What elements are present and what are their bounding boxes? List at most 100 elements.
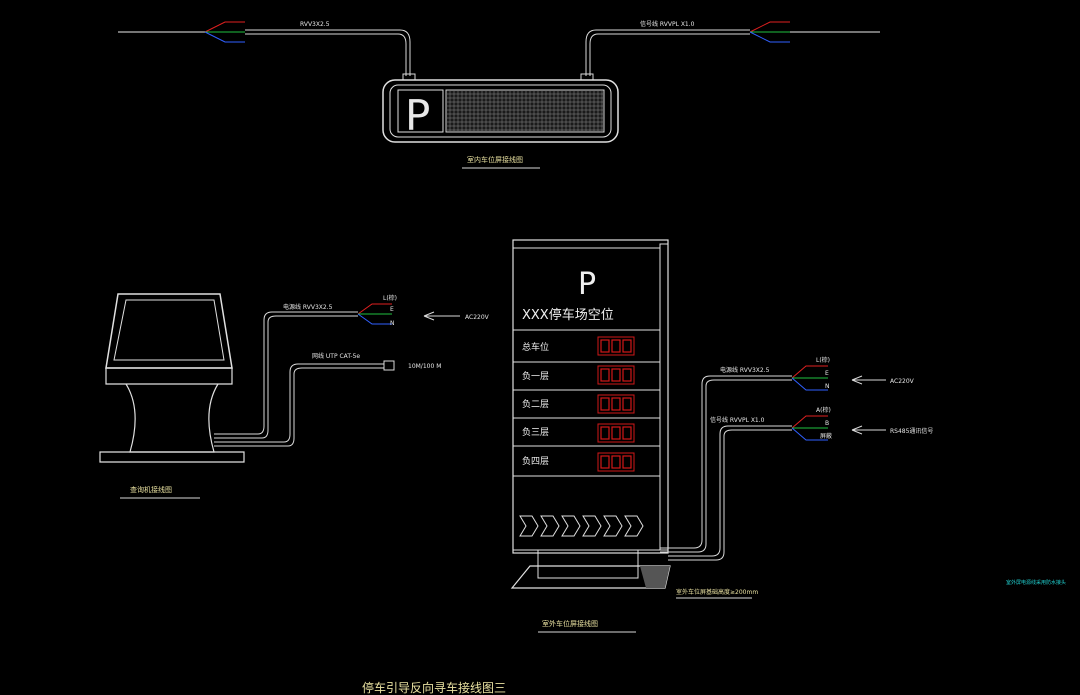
rj45-plug [383, 360, 395, 371]
indoor-caption: 室内车位屏接线图 [467, 155, 523, 164]
sign-stand [537, 549, 639, 579]
outdoor-signal-blue [791, 427, 828, 441]
led-matrix-grid [447, 91, 603, 131]
kiosk-net-value: 10M/100 M [408, 363, 441, 370]
led-digit [600, 397, 610, 411]
led-digits-b1 [597, 365, 635, 385]
left-blue-wire [204, 31, 245, 43]
left-connector [402, 73, 416, 81]
outdoor-signal-red [791, 415, 828, 429]
chevron-right-icon [561, 515, 581, 537]
led-digit [600, 426, 610, 440]
left-red-wire [204, 21, 245, 33]
kiosk-wire-n: N [390, 320, 395, 327]
sign-p-glyph: P [578, 267, 596, 302]
kiosk-net-label: 网线 UTP CAT-5e [312, 352, 360, 360]
row-label-b4: 负四层 [522, 455, 549, 467]
led-digit [611, 426, 621, 440]
kiosk-wire-l: L(棕) [383, 294, 397, 302]
led-digit [622, 455, 632, 469]
outdoor-power-cable [660, 375, 792, 549]
outdoor-power-wire-n: N [825, 383, 830, 390]
kiosk-pedestal [125, 383, 219, 453]
kiosk-power-cable-2 [214, 315, 358, 439]
outdoor-signal-wire-shield: 屏蔽 [820, 432, 832, 440]
outdoor-ac-label: AC220V [890, 378, 915, 385]
chevron-right-icon [582, 515, 602, 537]
outdoor-power-cable-2 [660, 379, 792, 553]
indoor-p-panel [397, 89, 444, 133]
kiosk-net-cable [214, 363, 384, 443]
led-digits-b2 [597, 394, 635, 414]
outdoor-rs485-label: RS485通讯信号 [890, 427, 933, 435]
outdoor-power-wire-l: L(棕) [816, 356, 830, 364]
outdoor-power-red [791, 365, 828, 379]
indoor-display-inner [389, 84, 612, 138]
row-label-b2: 负二层 [522, 398, 549, 410]
right-cable-inner [589, 33, 750, 76]
kiosk-screen [113, 299, 225, 361]
kiosk-power-label: 电源线 RVV3X2.5 [283, 303, 333, 311]
chevron-right-icon [519, 515, 539, 537]
led-digits-b4 [597, 452, 635, 472]
kiosk-wire-e: E [390, 306, 394, 313]
direction-arrows [519, 515, 644, 537]
kiosk-blue-wire [357, 313, 392, 325]
kiosk-red-wire [357, 303, 392, 315]
floor-rows: 总车位 负一层 负二层 负三层 负四层 [513, 336, 660, 477]
left-cable [245, 29, 411, 76]
led-digit-box [597, 452, 635, 472]
right-cable-label: 信号线 RVVPL X1.0 [640, 20, 695, 28]
row-label-b1: 负一层 [522, 370, 549, 382]
right-blue-wire [749, 31, 790, 43]
kiosk-ac-label: AC220V [465, 314, 490, 321]
led-matrix [445, 89, 605, 133]
led-digits-b3 [597, 423, 635, 443]
outdoor-signal-arrow [851, 425, 886, 435]
main-title: 停车引导反向寻车接线图三 [362, 680, 506, 695]
led-digit-box [597, 336, 635, 356]
kiosk-power-cable [214, 311, 358, 435]
right-red-wire [749, 21, 790, 33]
led-digit [611, 397, 621, 411]
left-cable-label: RVV3X2.5 [300, 21, 330, 28]
led-digit [622, 339, 632, 353]
sign-title: XXX停车场空位 [522, 307, 614, 323]
led-digit-box [597, 365, 635, 385]
led-digit [611, 455, 621, 469]
outdoor-base-note: 室外车位屏基础高度≥200mm [676, 588, 758, 596]
led-digit [611, 339, 621, 353]
led-digit [622, 397, 632, 411]
side-note: 室外屏电源线采用防水接头 [1006, 579, 1066, 586]
kiosk-net-cable-2 [214, 367, 384, 447]
outdoor-signal-cable [668, 425, 792, 557]
left-cable-inner [245, 33, 407, 76]
chevron-right-icon [540, 515, 560, 537]
led-digit [622, 368, 632, 382]
outdoor-power-wire-e: E [825, 370, 829, 377]
outdoor-signal-cable-2 [668, 429, 792, 561]
chevron-right-icon [624, 515, 644, 537]
right-connector [580, 73, 594, 81]
row-label-total: 总车位 [522, 341, 549, 353]
indoor-display-group: RVV3X2.5 信号线 RVVPL X1.0 P 室内车位屏接线图 [118, 20, 880, 169]
led-digits-total [597, 336, 635, 356]
kiosk-caption: 查询机接线图 [130, 485, 172, 494]
led-digit [622, 426, 632, 440]
led-digit [600, 368, 610, 382]
kiosk-base [99, 451, 245, 463]
outdoor-caption: 室外车位屏接线图 [542, 619, 598, 628]
outdoor-signal-label: 信号线 RVVPL X1.0 [710, 416, 765, 424]
kiosk-body-top [105, 367, 233, 385]
outdoor-power-blue [791, 377, 828, 391]
led-digit-box [597, 394, 635, 414]
outdoor-signal-wire-b: B [825, 420, 829, 427]
outdoor-power-arrow [851, 375, 886, 385]
right-cable [585, 29, 750, 76]
outdoor-signal-wire-a: A(棕) [816, 406, 831, 414]
indoor-p-glyph: P [405, 91, 430, 140]
led-digit [600, 339, 610, 353]
row-label-b3: 负三层 [522, 426, 549, 438]
chevron-right-icon [603, 515, 623, 537]
